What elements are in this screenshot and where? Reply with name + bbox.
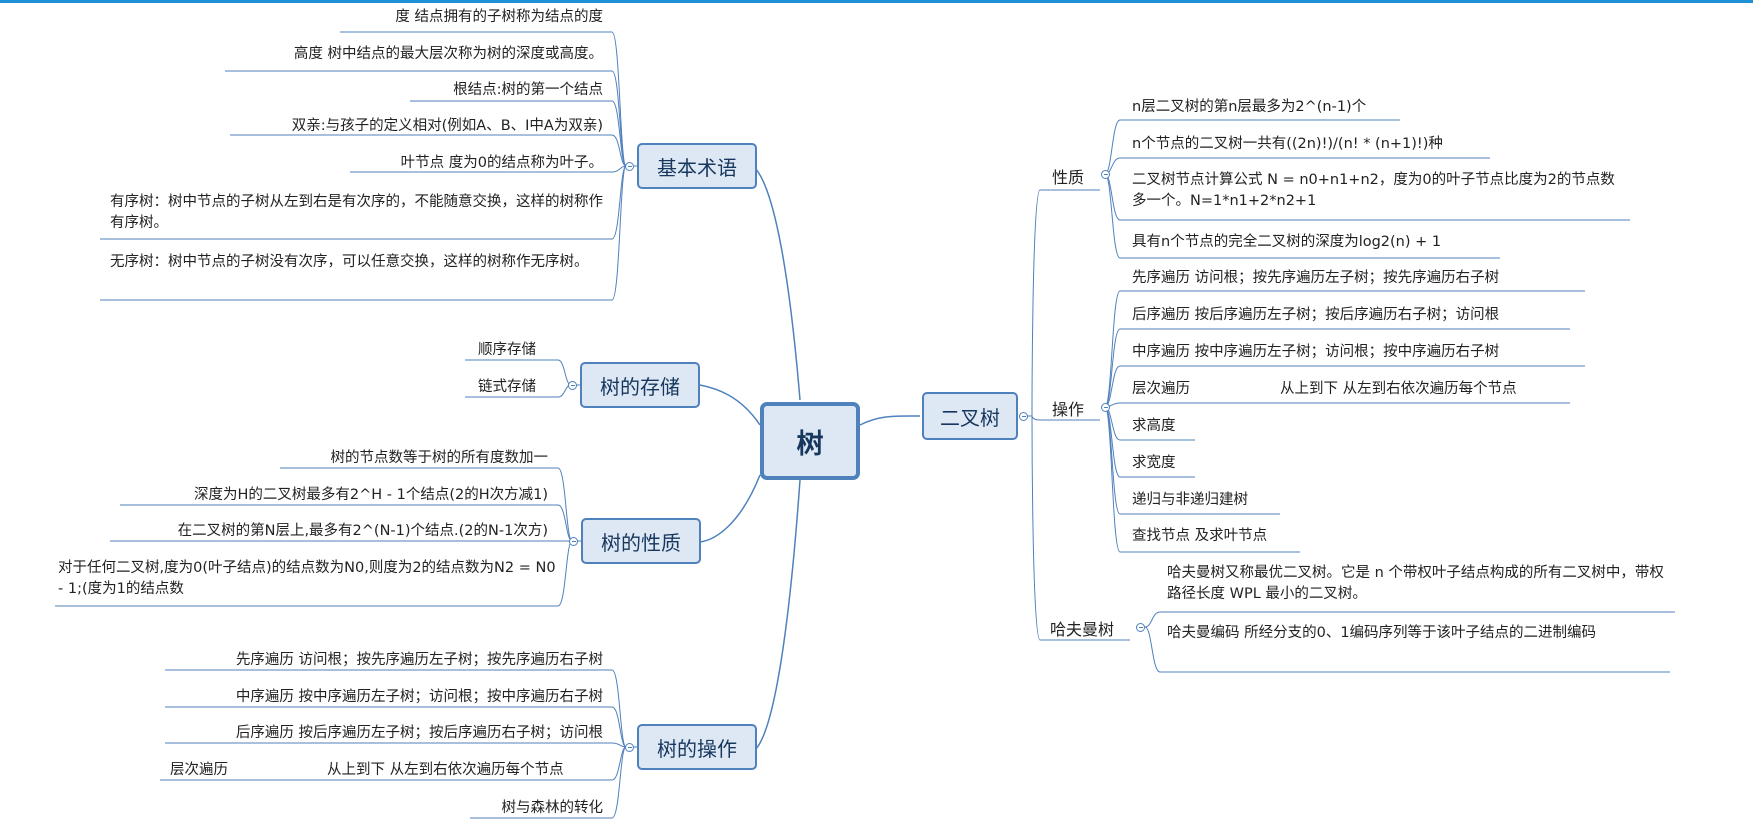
storage-linked[interactable]: 链式存储 [478,379,536,395]
topic-operations[interactable]: 树的操作 [637,724,757,770]
huffman-tree-definition[interactable]: 哈夫曼树又称最优二叉树。它是 n 个带权叶子结点构成的所有二叉树中，带权路径长度… [1167,565,1664,602]
term-leaf[interactable]: 叶节点 度为0的结点称为叶子。 [400,155,603,171]
collapse-toggle-icon[interactable] [625,162,634,171]
collapse-toggle-icon[interactable] [625,743,634,752]
property-node-count[interactable]: 树的节点数等于树的所有度数加一 [330,450,549,466]
term-ordered-tree[interactable]: 有序树：树中节点的子树从左到右是有次序的，不能随意交换，这样的树称作有序树。 [110,194,603,231]
bt-op-height[interactable]: 求高度 [1132,418,1176,434]
bt-op-preorder[interactable]: 先序遍历 访问根；按先序遍历左子树；按先序遍历右子树 [1132,270,1500,286]
storage-sequential[interactable]: 顺序存储 [478,342,536,358]
property-level-nodes[interactable]: 在二叉树的第N层上,最多有2^(N-1)个结点.(2的N-1次方) [177,523,548,539]
bt-huffman-label[interactable]: 哈夫曼树 [1050,620,1115,639]
op-tree-forest[interactable]: 树与森林的转化 [501,800,604,816]
root-node[interactable]: 树 [760,402,860,480]
bt-op-width[interactable]: 求宽度 [1132,455,1176,471]
term-height[interactable]: 高度 树中结点的最大层次称为树的深度或高度。 [293,46,603,62]
bt-prop-level-max[interactable]: n层二叉树的第n层最多为2^(n-1)个 [1132,99,1367,115]
op-preorder[interactable]: 先序遍历 访问根；按先序遍历左子树；按先序遍历右子树 [235,652,603,668]
topic-storage[interactable]: 树的存储 [580,362,700,408]
op-postorder[interactable]: 后序遍历 按后序遍历左子树；按后序遍历右子树；访问根 [235,725,603,741]
collapse-toggle-icon[interactable] [569,537,578,546]
op-inorder[interactable]: 中序遍历 按中序遍历左子树；访问根；按中序遍历右子树 [235,689,603,705]
collapse-toggle-icon[interactable] [1136,623,1145,632]
bt-op-build[interactable]: 递归与非递归建树 [1132,492,1248,508]
term-degree[interactable]: 度 结点拥有的子树称为结点的度 [395,9,603,25]
bt-prop-formula[interactable]: 二叉树节点计算公式 N = n0+n1+n2，度为0的叶子节点比度为2的节点数多… [1132,172,1615,209]
collapse-toggle-icon[interactable] [1019,412,1028,421]
bt-op-level-name[interactable]: 层次遍历 [1132,381,1190,397]
term-parent[interactable]: 双亲:与孩子的定义相对(例如A、B、I中A为双亲) [291,118,603,134]
term-unordered-tree[interactable]: 无序树：树中节点的子树没有次序，可以任意交换，这样的树称作无序树。 [110,254,589,270]
window-top-bar [0,0,1753,3]
collapse-toggle-icon[interactable] [1101,403,1110,412]
bt-op-postorder[interactable]: 后序遍历 按后序遍历左子树；按后序遍历右子树；访问根 [1132,307,1500,323]
topic-properties[interactable]: 树的性质 [581,518,701,564]
property-max-nodes[interactable]: 深度为H的二叉树最多有2^H - 1个结点(2的H次方减1) [193,487,548,503]
bt-prop-depth[interactable]: 具有n个节点的完全二叉树的深度为log2(n) + 1 [1132,234,1442,250]
op-level-order-desc[interactable]: 从上到下 从左到右依次遍历每个节点 [327,762,564,778]
op-level-order-name[interactable]: 层次遍历 [170,762,228,778]
bt-properties-label[interactable]: 性质 [1052,168,1085,187]
bt-prop-count[interactable]: n个节点的二叉树一共有((2n)!)/(n! * (n+1)!)种 [1132,136,1443,152]
property-n0-n2[interactable]: 对于任何二叉树,度为0(叶子结点)的结点数为N0,则度为2的结点数为N2 = N… [58,560,556,597]
bt-op-inorder[interactable]: 中序遍历 按中序遍历左子树；访问根；按中序遍历右子树 [1132,344,1500,360]
huffman-coding[interactable]: 哈夫曼编码 所经分支的0、1编码序列等于该叶子结点的二进制编码 [1167,625,1597,641]
bt-op-search[interactable]: 查找节点 及求叶节点 [1132,528,1268,544]
bt-operations-label[interactable]: 操作 [1052,400,1085,419]
topic-binary-tree[interactable]: 二叉树 [922,392,1018,440]
term-root[interactable]: 根结点:树的第一个结点 [453,82,603,98]
bt-op-level-desc[interactable]: 从上到下 从左到右依次遍历每个节点 [1280,381,1517,397]
collapse-toggle-icon[interactable] [568,381,577,390]
collapse-toggle-icon[interactable] [1101,170,1110,179]
topic-basic-terms[interactable]: 基本术语 [637,143,757,189]
